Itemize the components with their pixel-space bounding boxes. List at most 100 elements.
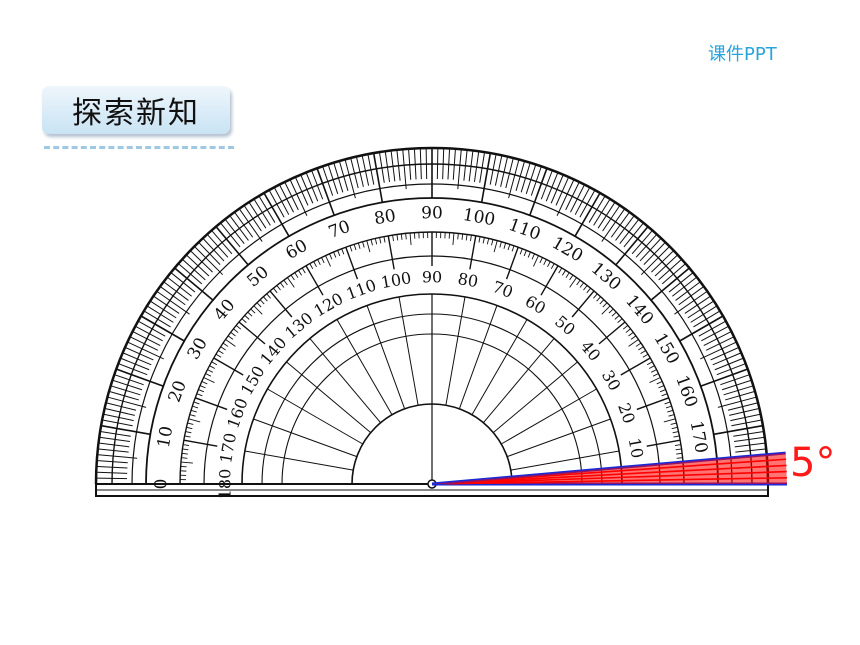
tick-outer-59 — [588, 196, 605, 223]
tick-inner-15 — [663, 418, 676, 423]
tick-inner-49 — [593, 293, 598, 299]
tick-outer-29 — [698, 321, 726, 337]
tick-outer-73 — [520, 163, 531, 193]
tick-inner-22 — [659, 389, 666, 393]
tick-inner-23 — [658, 385, 665, 389]
tick-outer-17 — [723, 385, 753, 396]
tick-outer-148 — [147, 306, 174, 323]
tick-inner-108 — [353, 244, 357, 251]
tick-inner-115 — [325, 255, 331, 267]
tick-inner-39 — [622, 325, 629, 330]
tick-outer-40 — [650, 268, 690, 301]
tick-outer-121 — [259, 196, 276, 223]
tick-outer-71 — [530, 167, 542, 196]
tick-inner-55 — [569, 277, 577, 288]
tick-outer-109 — [322, 167, 334, 196]
tick-inner-104 — [370, 239, 373, 246]
tick-inner-120 — [305, 265, 324, 296]
tick-outer-168 — [104, 413, 134, 422]
tick-inner-28 — [648, 365, 655, 369]
tick-inner-37 — [628, 331, 634, 337]
tick-inner-172 — [182, 448, 189, 451]
tick-outer-143 — [164, 281, 189, 301]
tick-inner-97 — [400, 233, 403, 240]
tick-inner-20 — [636, 397, 670, 411]
tick-inner-57 — [565, 272, 570, 278]
tick-outer-125 — [239, 209, 263, 242]
section-badge: 探索新知 — [42, 86, 230, 134]
tick-inner-98 — [396, 234, 399, 241]
tick-outer-12 — [730, 413, 760, 422]
tick-outer-151 — [138, 321, 166, 337]
tick-inner-164 — [189, 414, 196, 417]
spoke-120 — [336, 319, 393, 415]
tick-outer-78 — [494, 156, 503, 186]
tick-inner-146 — [222, 342, 229, 347]
tick-outer-117 — [279, 185, 294, 213]
tick-outer-34 — [684, 296, 711, 314]
tick-outer-175 — [98, 454, 138, 459]
tick-inner-74 — [499, 241, 502, 248]
tick-outer-104 — [350, 158, 359, 189]
tick-inner-69 — [519, 248, 523, 255]
tick-outer-21 — [716, 363, 745, 376]
spoke-30 — [501, 388, 597, 445]
tick-outer-20 — [700, 368, 748, 387]
tick-outer-24 — [710, 347, 739, 361]
tick-inner-100 — [387, 235, 395, 270]
tick-outer-68 — [545, 173, 558, 202]
tick-inner-68 — [523, 250, 527, 257]
tick-inner-145 — [225, 339, 236, 347]
tick-outer-108 — [328, 165, 339, 195]
tick-outer-111 — [311, 171, 324, 200]
tick-outer-123 — [249, 202, 267, 229]
inner-label-10: 10 — [625, 436, 647, 459]
tick-outer-146 — [153, 296, 180, 314]
tick-inner-45 — [601, 305, 611, 315]
tick-inner-42 — [614, 315, 620, 320]
tick-inner-135 — [253, 305, 263, 315]
tick-inner-50 — [571, 290, 595, 318]
tick-inner-130 — [269, 290, 293, 318]
tick-outer-36 — [678, 286, 704, 306]
tick-outer-119 — [269, 190, 285, 218]
tick-inner-6 — [676, 457, 683, 459]
tick-outer-140 — [174, 268, 214, 301]
tick-inner-61 — [550, 263, 555, 270]
tick-inner-59 — [558, 267, 563, 274]
tick-inner-175 — [180, 461, 193, 464]
tick-outer-100 — [373, 153, 384, 203]
tick-inner-11 — [673, 435, 680, 438]
inner-label-180: 180 — [216, 469, 235, 500]
tick-inner-129 — [273, 287, 278, 294]
tick-inner-17 — [667, 409, 674, 413]
tick-inner-66 — [531, 253, 535, 260]
tick-outer-103 — [356, 157, 364, 187]
tick-outer-82 — [473, 152, 480, 183]
tick-outer-157 — [123, 352, 152, 366]
tick-outer-46 — [643, 242, 666, 265]
tick-outer-99 — [379, 153, 385, 183]
tick-outer-74 — [515, 161, 525, 191]
tick-outer-178 — [97, 471, 128, 474]
tick-inner-85 — [452, 232, 455, 245]
tick-outer-127 — [229, 216, 249, 241]
tick-outer-10 — [713, 425, 763, 436]
tick-outer-47 — [639, 238, 661, 262]
tick-inner-110 — [345, 246, 359, 280]
tick-inner-141 — [235, 325, 242, 330]
tick-outer-53 — [615, 216, 635, 241]
tick-inner-169 — [184, 435, 191, 438]
tick-outer-62 — [574, 187, 590, 215]
tick-outer-58 — [593, 199, 610, 226]
tick-inner-105 — [366, 240, 371, 253]
tick-outer-64 — [565, 182, 580, 211]
tick-inner-132 — [263, 296, 268, 302]
spoke-140 — [286, 361, 372, 433]
tick-inner-81 — [470, 235, 472, 242]
outer-label-80: 80 — [373, 206, 398, 229]
tick-outer-89 — [436, 149, 439, 180]
tick-outer-115 — [289, 180, 308, 216]
tick-outer-155 — [128, 341, 164, 360]
